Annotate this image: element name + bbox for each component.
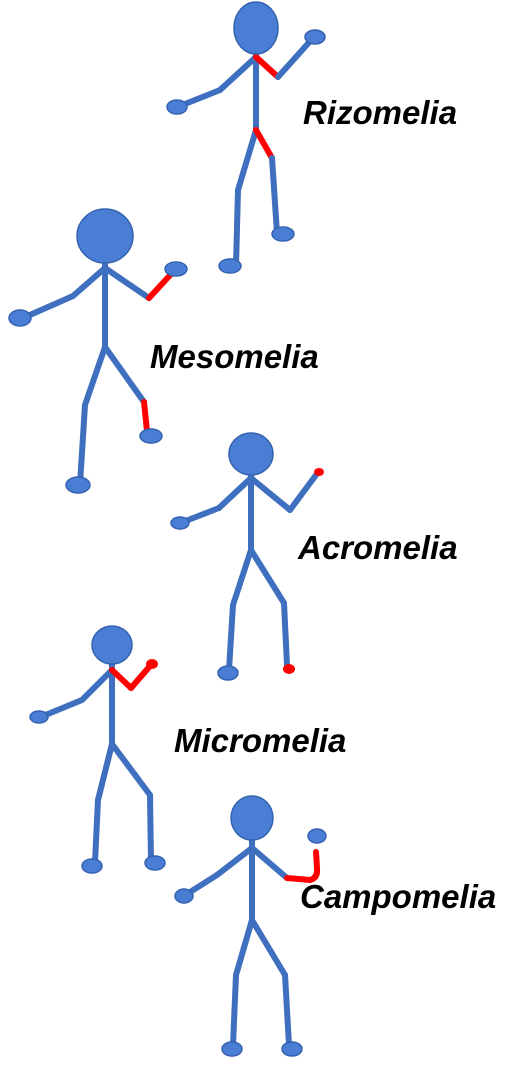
acromelia-hand-or-foot-13 (218, 666, 238, 680)
mesomelia-hand-or-foot-13 (66, 477, 90, 493)
acromelia-head-10 (229, 433, 273, 475)
micromelia-head-10 (92, 626, 132, 664)
campomelia-limb-segment-7 (233, 975, 236, 1045)
rizomelia-hand-or-foot-11 (305, 30, 325, 44)
mesomelia-head-10 (77, 209, 133, 263)
rizomelia-limb-segment-9 (272, 158, 277, 233)
label-rizomelia: Rizomelia (303, 96, 457, 129)
micromelia-limb-segment-3 (43, 700, 82, 716)
label-campomelia: Campomelia (300, 880, 496, 913)
rizomelia-limb-segment-2 (220, 57, 256, 90)
rizomelia-limb-segment-6 (238, 130, 256, 190)
campomelia-limb-segment-2 (217, 848, 252, 875)
campomelia-hand-or-foot-13 (222, 1042, 242, 1056)
rizomelia-hand-or-foot-14 (272, 227, 294, 241)
rizomelia-limb-segment-5 (278, 38, 313, 77)
micromelia-hand-or-foot-12 (30, 711, 48, 723)
acromelia-limb-segment-2 (219, 478, 251, 508)
rizomelia-affected-segment-4 (256, 57, 278, 77)
campomelia-head-10 (231, 796, 273, 840)
label-mesomelia: Mesomelia (150, 340, 319, 373)
mesomelia-limb-segment-2 (73, 268, 105, 296)
micromelia-hand-or-foot-14 (145, 856, 165, 870)
micromelia-affected-segment-5 (131, 666, 150, 688)
acromelia-limb-segment-4 (251, 478, 290, 510)
micromelia-limb-segment-6 (98, 744, 112, 800)
rizomelia-limb-segment-7 (236, 190, 238, 266)
campomelia-limb-segment-4 (252, 848, 287, 878)
micromelia-limb-segment-7 (95, 800, 98, 862)
campomelia-limb-segment-8 (252, 920, 285, 975)
campomelia-hand-or-foot-14 (282, 1042, 302, 1056)
campomelia-figure (175, 796, 326, 1056)
campomelia-hand-or-foot-12 (175, 889, 193, 903)
mesomelia-limb-segment-6 (85, 347, 105, 405)
mesomelia-limb-segment-4 (105, 268, 149, 298)
micromelia-limb-segment-9 (150, 795, 151, 860)
rizomelia-figure (167, 2, 325, 273)
campomelia-limb-segment-9 (285, 975, 289, 1045)
rizomelia-hand-or-foot-13 (219, 259, 241, 273)
label-acromelia: Acromelia (298, 531, 458, 564)
mesomelia-affected-segment-5 (149, 272, 173, 298)
acromelia-affected-segment-11 (314, 468, 324, 476)
acromelia-affected-segment-14 (283, 664, 295, 674)
micromelia-limb-segment-2 (82, 670, 112, 700)
mesomelia-hand-or-foot-11 (165, 262, 187, 276)
micromelia-limb-segment-8 (112, 744, 150, 795)
acromelia-limb-segment-6 (233, 550, 251, 605)
acromelia-limb-segment-8 (251, 550, 284, 603)
micromelia-affected-segment-11 (146, 659, 158, 669)
campomelia-affected-segment-5 (287, 852, 317, 880)
mesomelia-limb-segment-7 (80, 405, 85, 484)
acromelia-limb-segment-5 (290, 475, 316, 510)
campomelia-limb-segment-6 (236, 920, 252, 975)
rizomelia-head-10 (234, 2, 278, 54)
label-micromelia: Micromelia (174, 724, 346, 757)
acromelia-limb-segment-7 (229, 605, 233, 670)
mesomelia-affected-segment-9 (144, 402, 147, 431)
rizomelia-hand-or-foot-12 (167, 100, 187, 114)
micromelia-figure (30, 626, 165, 873)
rizomelia-affected-segment-8 (256, 130, 272, 158)
acromelia-hand-or-foot-12 (171, 517, 189, 529)
mesomelia-limb-segment-8 (105, 347, 144, 402)
mesomelia-hand-or-foot-12 (9, 310, 31, 326)
micromelia-hand-or-foot-13 (82, 859, 102, 873)
mesomelia-hand-or-foot-14 (140, 429, 162, 443)
campomelia-hand-or-foot-11 (308, 829, 326, 843)
acromelia-limb-segment-9 (284, 603, 287, 665)
